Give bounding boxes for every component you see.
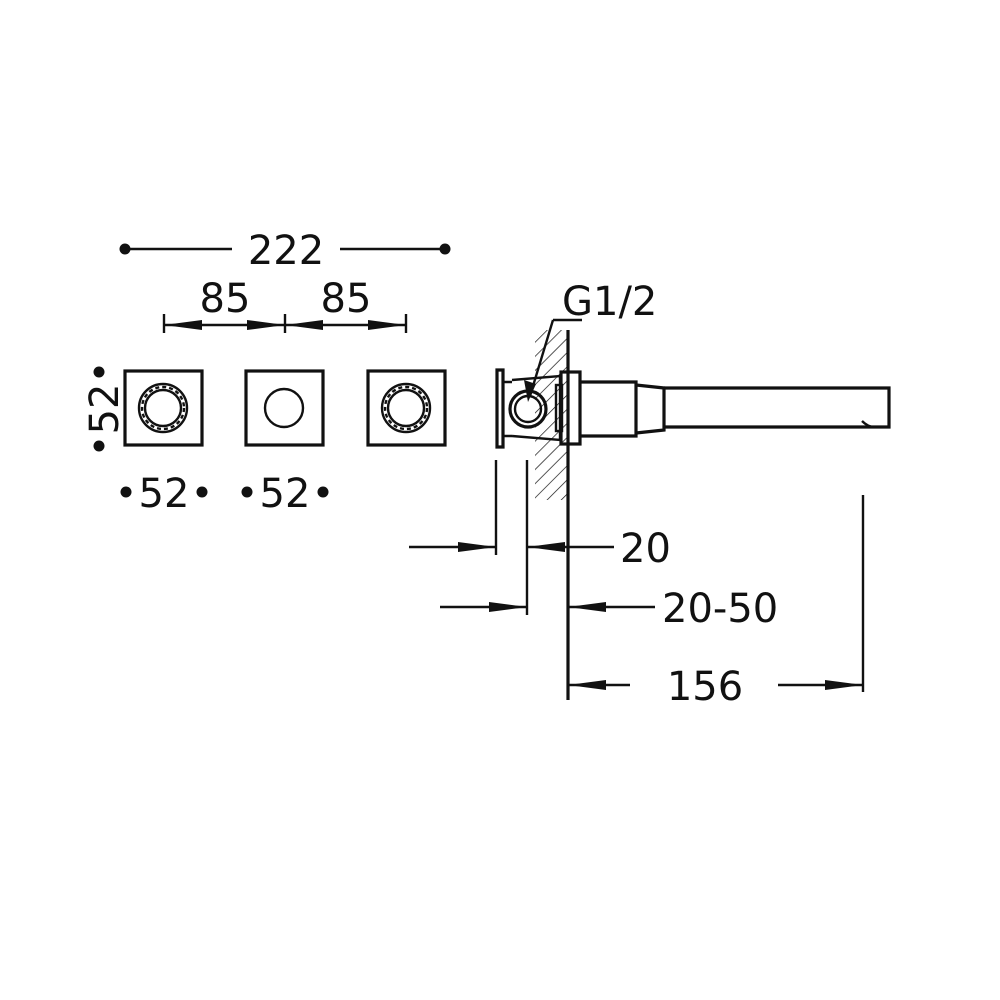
dimension-plate-height: 52 [82, 366, 128, 452]
total-width-label: 222 [248, 228, 324, 274]
plate-height-label: 52 [82, 384, 128, 435]
dimension-spacing: 85 85 [162, 276, 408, 333]
dimension-spout-projection: 156 [568, 664, 863, 710]
front-view: 222 85 85 [82, 228, 451, 517]
plate-width-right-label: 52 [260, 471, 311, 517]
spout-projection-label: 156 [667, 664, 743, 710]
wall-range-label: 20-50 [662, 586, 778, 632]
dimension-total-width: 222 [119, 228, 451, 274]
dimension-wall-range: 20-50 [440, 586, 778, 632]
spacing-left-label: 85 [200, 276, 251, 322]
plate-center [244, 369, 325, 447]
plate-depth-label: 20 [620, 526, 671, 572]
side-view: G1/2 20 20-50 156 [409, 279, 891, 710]
dimension-plate-depth: 20 [409, 526, 671, 572]
thread-label: G1/2 [562, 279, 657, 325]
spacing-right-label: 85 [321, 276, 372, 322]
plate-left [123, 369, 204, 447]
thread-callout: G1/2 [524, 279, 657, 402]
plate-right [366, 369, 447, 447]
dimension-plate-width: 52 52 [120, 471, 329, 517]
plate-width-left-label: 52 [139, 471, 190, 517]
